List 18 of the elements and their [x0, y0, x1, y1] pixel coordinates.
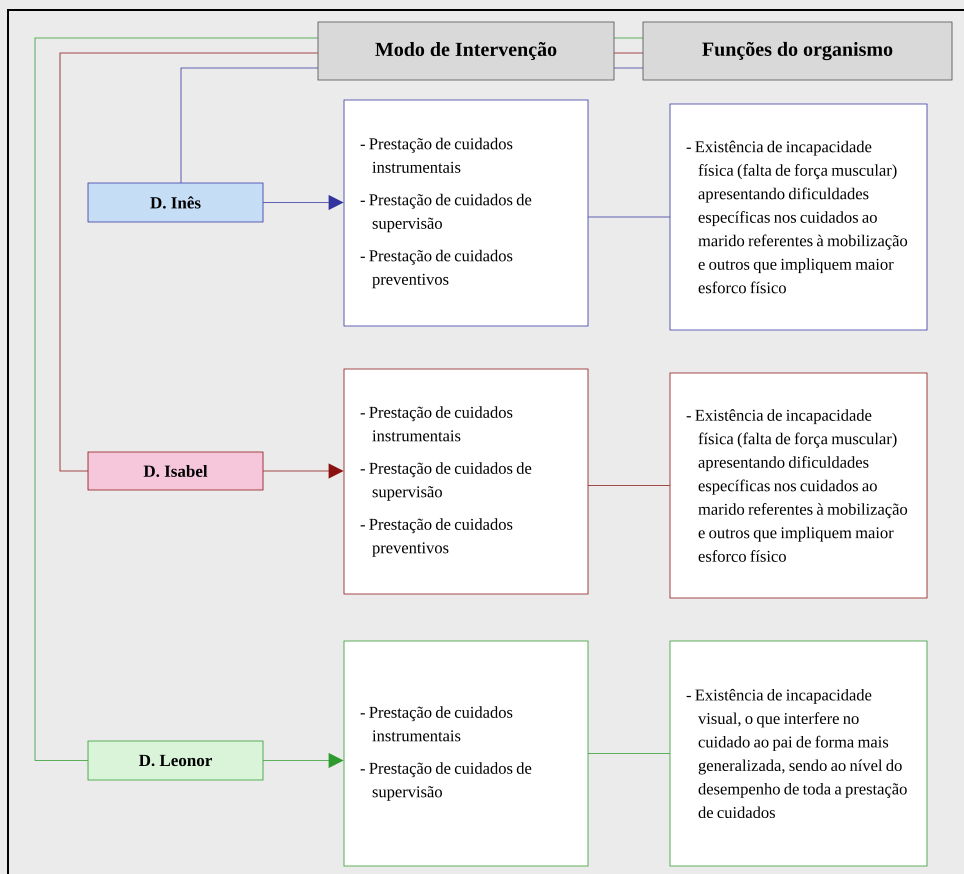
- text-box: - Prestação de cuidados instrumentais - Prestação de cuidados de supervisão: [344, 640, 588, 866]
- text-box: - Prestação de cuidados instrumentais - Prestação de cuidados de supervisão - Prestação de cuidados preventivos: [344, 100, 588, 326]
- header-box: Funções do organismo: [642, 22, 952, 80]
- text-box: - Existência de incapacidade física (falta de força muscular) apresentando dificuldades específicas nos cuidados ao marido referentes à mobilização e outros que impliquem maior esforco físico: [670, 104, 928, 330]
- name-box: D. Leonor: [88, 740, 264, 780]
- text-box: - Prestação de cuidados instrumentais - Prestação de cuidados de supervisão - Prestação de cuidados preventivos: [344, 368, 588, 594]
- text-box: - Existência de incapacidade visual, o que interfere no cuidado ao pai de forma mais generalizada, sendo ao nível do desempenho de toda a prestação de cuidados: [670, 640, 928, 866]
- connector-line: [588, 485, 670, 486]
- connector-line: [614, 52, 643, 54]
- name-box: D. Isabel: [88, 452, 264, 490]
- connector-line: [34, 38, 318, 761]
- name-box: D. Inês: [88, 182, 264, 222]
- connector-line: [60, 52, 318, 472]
- connector-line: [180, 68, 318, 183]
- text-box: - Existência de incapacidade física (falta de força muscular) apresentando dificuldades específicas nos cuidados ao marido referentes à mobilização e outros que impliquem maior esforco físico: [670, 372, 928, 598]
- connector-line: [588, 753, 670, 754]
- header-box: Modo de Intervenção: [318, 22, 614, 80]
- connector-line: [588, 216, 670, 218]
